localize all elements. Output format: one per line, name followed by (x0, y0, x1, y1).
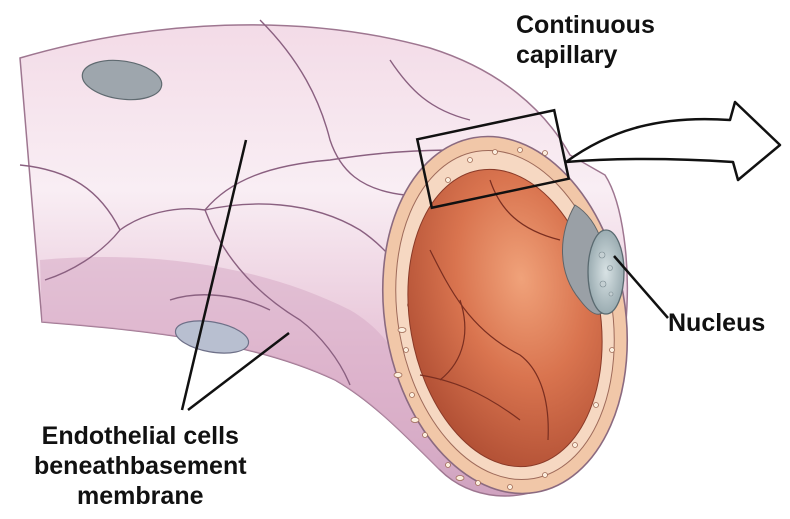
diagram-title: Continuous capillary (516, 10, 655, 70)
outline-arrow (566, 102, 780, 180)
title-line-1: Continuous (516, 10, 655, 40)
title-line-2: capillary (516, 40, 655, 70)
nucleus-label: Nucleus (668, 308, 765, 338)
nucleus (588, 230, 624, 314)
endothelial-line-1: Endothelial cells (34, 421, 247, 451)
endothelial-line-3: membrane (34, 481, 247, 511)
endothelial-label: Endothelial cells beneathbasement membra… (34, 421, 247, 511)
endothelial-line-2: beneathbasement (34, 451, 247, 481)
